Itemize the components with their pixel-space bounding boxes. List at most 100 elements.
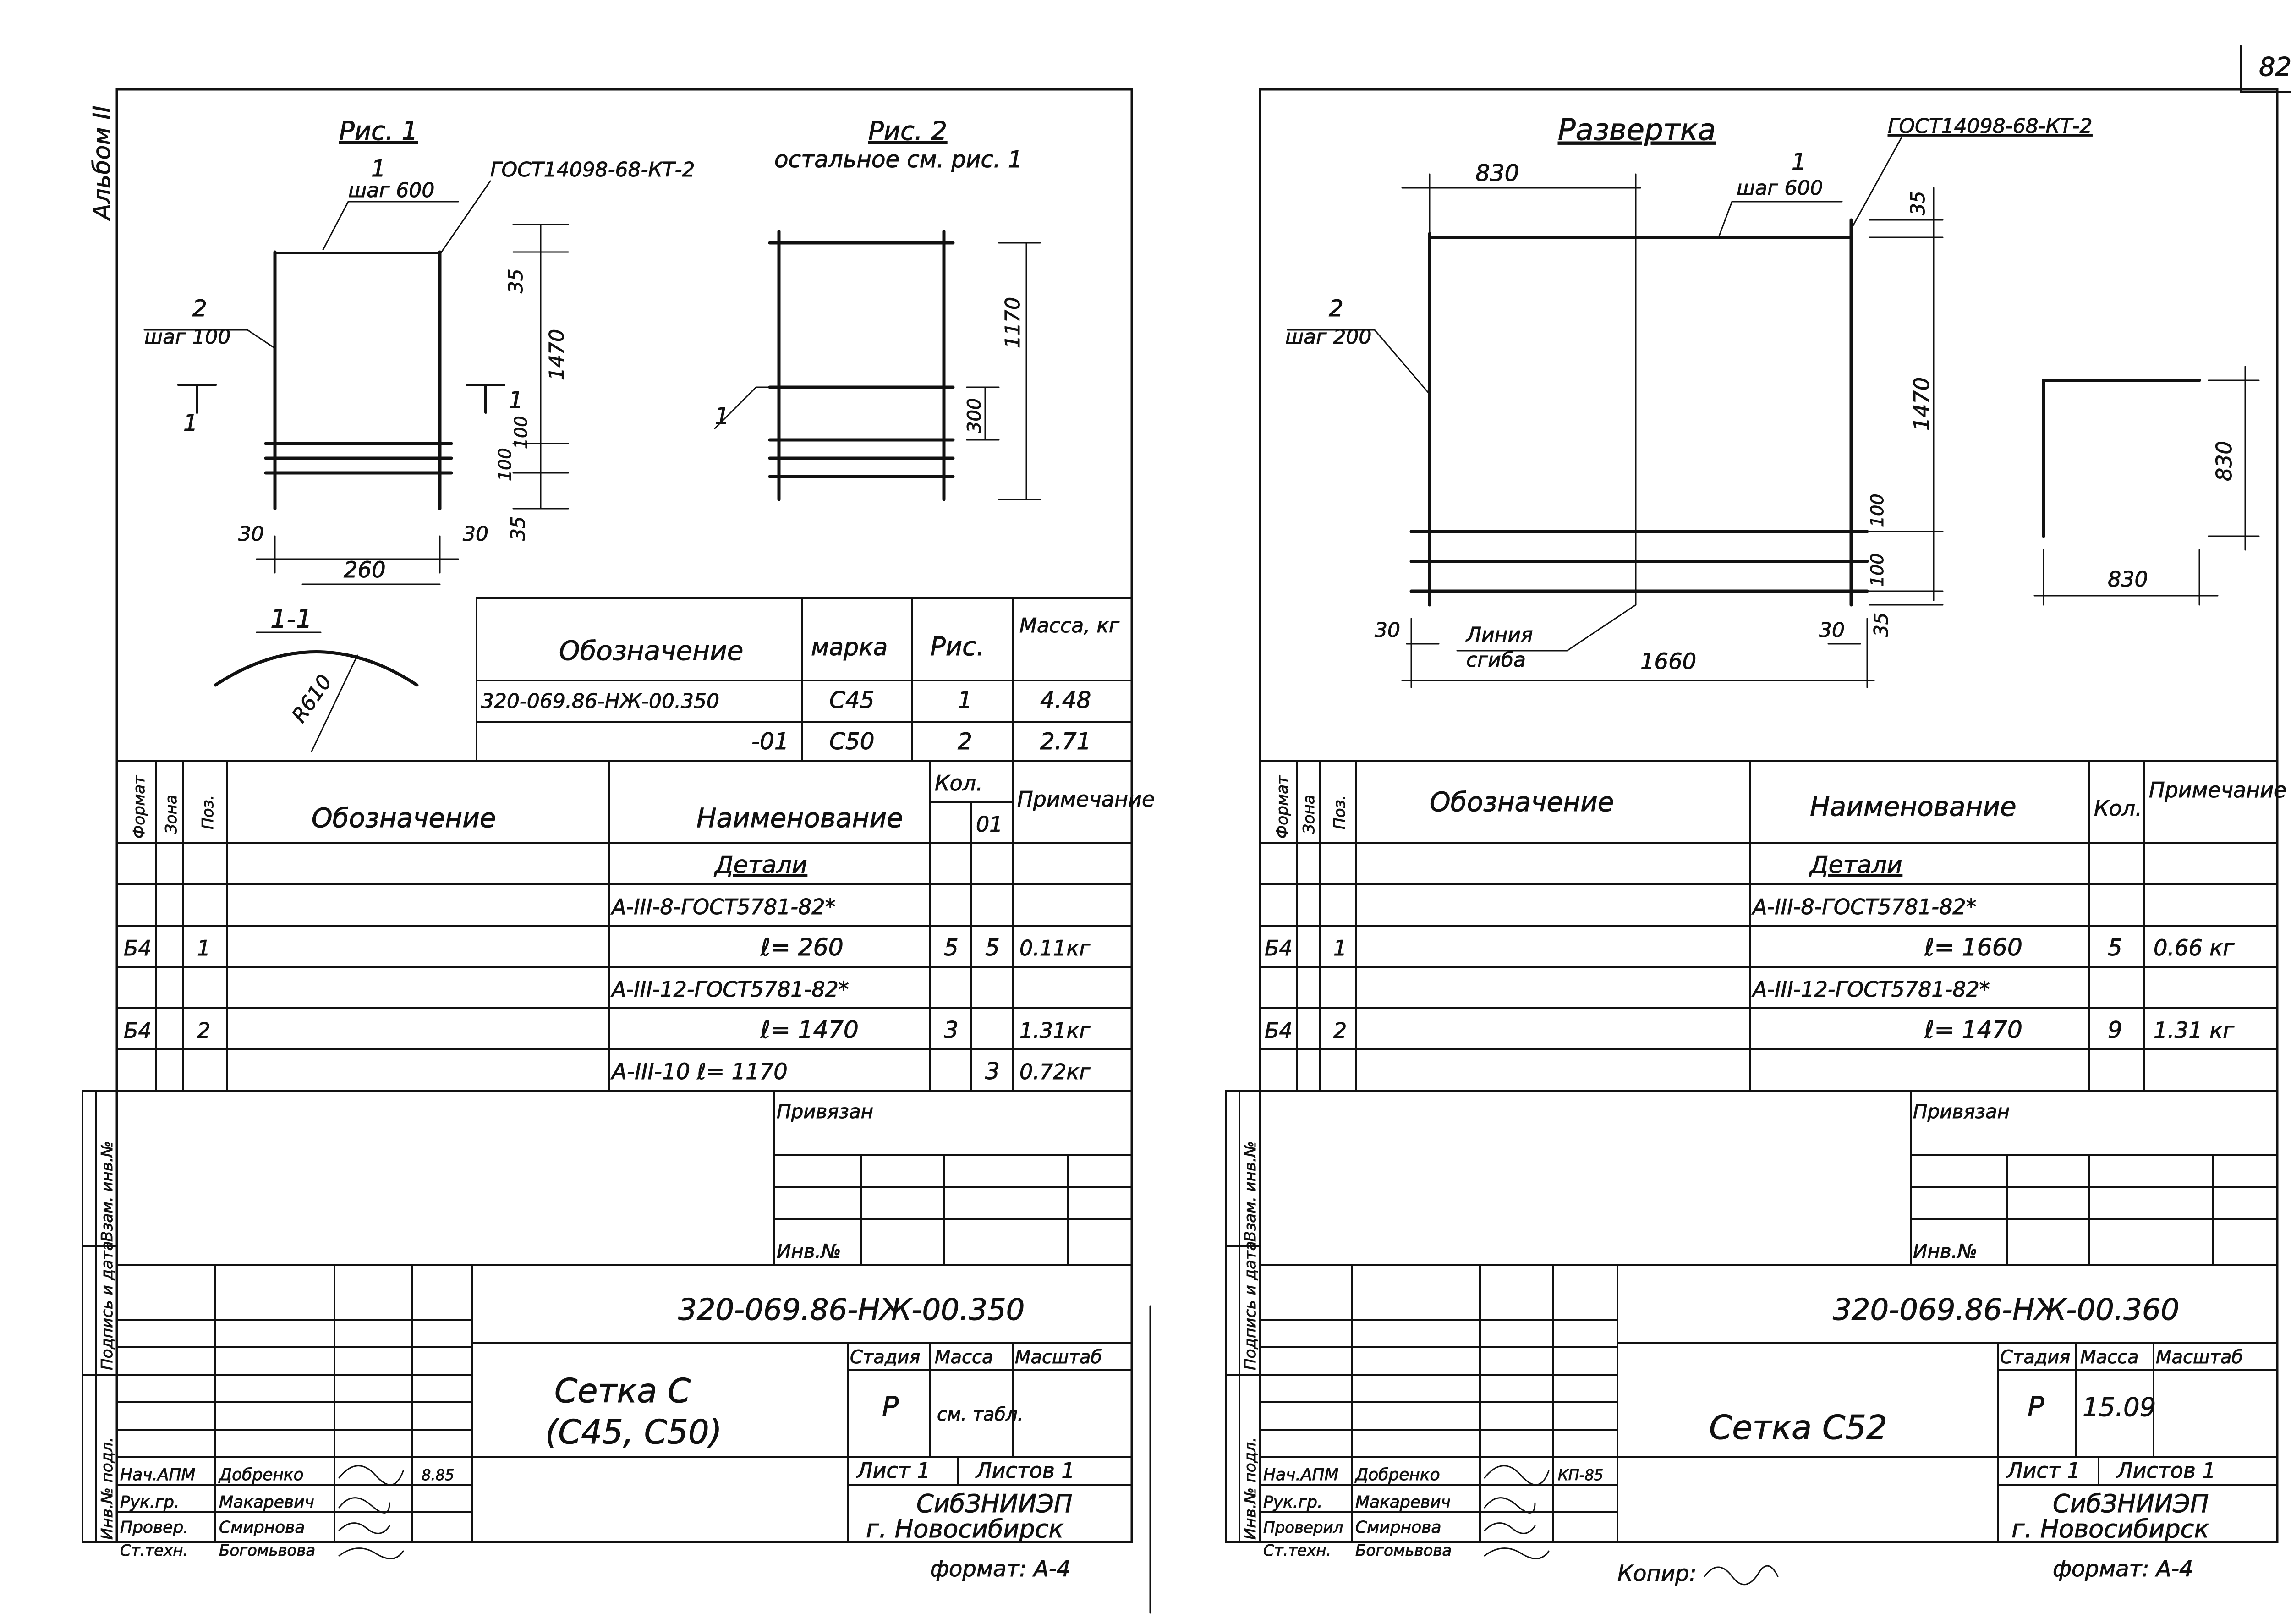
spec-row-3-qty: 5	[944, 934, 959, 961]
signer2-1-date: КП-85	[1558, 1466, 1603, 1484]
fig1-title: Рис. 1	[339, 116, 418, 146]
signature2-4	[1484, 1547, 1550, 1559]
spec2-h-name: Наименование	[1810, 791, 2017, 822]
unfold-dim-1470: 1470	[1909, 377, 1934, 431]
spec2-row-3-qty: 5	[2108, 934, 2122, 961]
title-block-grid	[116, 1264, 1133, 1543]
attached2-label: Привязан	[1913, 1100, 2010, 1123]
leader-pos1	[322, 201, 459, 251]
signer2-1-role: Нач.АПМ	[1263, 1465, 1339, 1484]
variant-2-fig: 2	[958, 728, 972, 755]
section-arc	[214, 650, 419, 687]
radius-leader	[311, 654, 358, 752]
spec-row-1-name: Детали	[714, 851, 807, 879]
mass-value: см. табл.	[937, 1404, 1023, 1425]
spec-row-6-qty01: 3	[985, 1058, 1000, 1085]
signers: Нач.АПМ Добренко 8.85 Рук.гр. Макаревич …	[120, 1465, 455, 1560]
section-label: 1-1	[270, 604, 312, 634]
variants-h-designation: Обозначение	[559, 635, 743, 666]
unfold-dim-1660: 1660	[1640, 649, 1696, 675]
spec2-h-designation: Обозначение	[1430, 786, 1614, 817]
spec-h-qty01: 01	[976, 812, 1003, 837]
sheet-no: Лист 1	[856, 1458, 930, 1483]
spec-row-5-pos: 2	[197, 1018, 210, 1043]
doc-code: 320-069.86-НЖ-00.350	[678, 1293, 1025, 1327]
unfold-step600: шаг 600	[1737, 176, 1823, 200]
unfold-step200: шаг 200	[1285, 325, 1371, 349]
fig2-note: остальное см. рис. 1	[774, 146, 1023, 173]
attached-label: Привязан	[777, 1100, 873, 1123]
signature2-1	[1484, 1465, 1550, 1486]
signature-3	[338, 1522, 390, 1534]
spec-h-note: Примечание	[1017, 787, 1155, 812]
side-stamp-replace: Взам. инв.№	[98, 1141, 116, 1242]
spec-row-3-name: ℓ= 260	[760, 934, 844, 961]
variant-1-mark: С45	[829, 687, 875, 713]
spec2-row-5-pos: 2	[1333, 1018, 1347, 1043]
unfold-dim-100a: 100	[1867, 494, 1887, 527]
variants-h-fig: Рис.	[930, 632, 985, 662]
doc2-code: 320-069.86-НЖ-00.360	[1833, 1293, 2179, 1327]
spec-row-5-qty: 3	[944, 1017, 959, 1043]
unfold-bend-line-2: сгиба	[1466, 648, 1526, 672]
unfold-bend-line-1: Линия	[1465, 623, 1533, 647]
scale-header: Масштаб	[1015, 1347, 1102, 1368]
unfold-pos2: 2	[1329, 295, 1343, 322]
spec-row-5-note: 1.31кг	[1019, 1018, 1091, 1043]
spec2-row-5-qty: 9	[2108, 1017, 2122, 1043]
spec2-rows: Детали А-III-8-ГОСТ5781-82* Б4 1 ℓ= 1660…	[1265, 851, 2235, 1044]
fig1-dim-35-bottom: 35	[507, 516, 529, 541]
inv-no-label: Инв.№	[777, 1240, 841, 1262]
unfold-dim-35-bottom: 35	[1870, 613, 1892, 637]
sheet-1: Рис. 1 1 шаг 600 ГОСТ14098-68-КТ-2 2 шаг…	[82, 88, 1155, 1582]
stage2-header: Стадия	[2000, 1347, 2070, 1368]
leader-gost	[439, 180, 491, 255]
spec2-row-5-format: Б4	[1265, 1018, 1293, 1043]
fig2-dim-1170: 1170	[1001, 297, 1025, 348]
variant-1-mass: 4.48	[1040, 687, 1091, 713]
leader-bend-line	[1456, 604, 1637, 652]
variants-h-mark: марка	[811, 634, 888, 661]
spec2-row-3-name: ℓ= 1660	[1924, 934, 2022, 961]
mass-header: Масса	[935, 1347, 993, 1368]
side-stamp-sign-date: Подпись и дата	[98, 1241, 116, 1370]
side2-stamp-grid	[1225, 1090, 1261, 1543]
spec2-h-qty: Кол.	[2094, 796, 2142, 821]
unfold-dim-30-left: 30	[1375, 619, 1400, 642]
spec2-row-3-note: 0.66 кг	[2154, 935, 2235, 961]
side2-stamp-sign-date: Подпись и дата	[1241, 1241, 1260, 1370]
variant-2-mark: С50	[829, 728, 875, 755]
spec-h-name: Наименование	[696, 802, 903, 834]
unfold-dim-30-right: 30	[1819, 619, 1845, 642]
signer-4-role: Ст.техн.	[120, 1542, 188, 1560]
leader-pos2	[143, 329, 276, 349]
signer2-4-role: Ст.техн.	[1263, 1542, 1331, 1560]
signer-4-name: Богомьвова	[219, 1542, 315, 1560]
spec-row-3-pos: 1	[197, 936, 210, 960]
spec2-row-5-note: 1.31 кг	[2154, 1018, 2235, 1043]
spec-row-4-name: А-III-12-ГОСТ5781-82*	[610, 977, 849, 1002]
unfold-mesh	[1409, 218, 1869, 607]
signature-1	[338, 1465, 404, 1486]
stage-value: Р	[882, 1391, 899, 1423]
fig1-dim-35-top: 35	[504, 269, 527, 293]
spec2-h-format: Формат	[1273, 775, 1292, 839]
signer-1-role: Нач.АПМ	[120, 1465, 196, 1484]
fig1-dim-1470: 1470	[545, 329, 569, 380]
spec2-row-4-name: А-III-12-ГОСТ5781-82*	[1751, 977, 1990, 1002]
fig1-pos2: 2	[192, 295, 207, 322]
variants-h-mass: Масса, кг	[1019, 614, 1120, 637]
side-stamp-grid	[82, 1090, 118, 1543]
attach2-block-grid	[1910, 1090, 2278, 1266]
org-city: г. Новосибирск	[866, 1514, 1063, 1543]
spec2-row-3-pos: 1	[1333, 936, 1347, 960]
signer-1-date: 8.85	[422, 1466, 454, 1484]
fig1-step600: шаг 600	[348, 179, 434, 202]
fig1-section-left: 1	[183, 410, 198, 436]
product-title-2: (С45, С50)	[545, 1413, 722, 1451]
variants-rows: 320-069.86-НЖ-00.350 С45 1 4.48 -01 С50 …	[481, 687, 1091, 755]
leader-unfold-pos1	[1717, 201, 1843, 239]
signer-3-name: Смирнова	[219, 1518, 305, 1537]
spec2-row-5-name: ℓ= 1470	[1924, 1016, 2022, 1044]
side-stamp-inv-orig: Инв.№ подл.	[98, 1437, 116, 1540]
